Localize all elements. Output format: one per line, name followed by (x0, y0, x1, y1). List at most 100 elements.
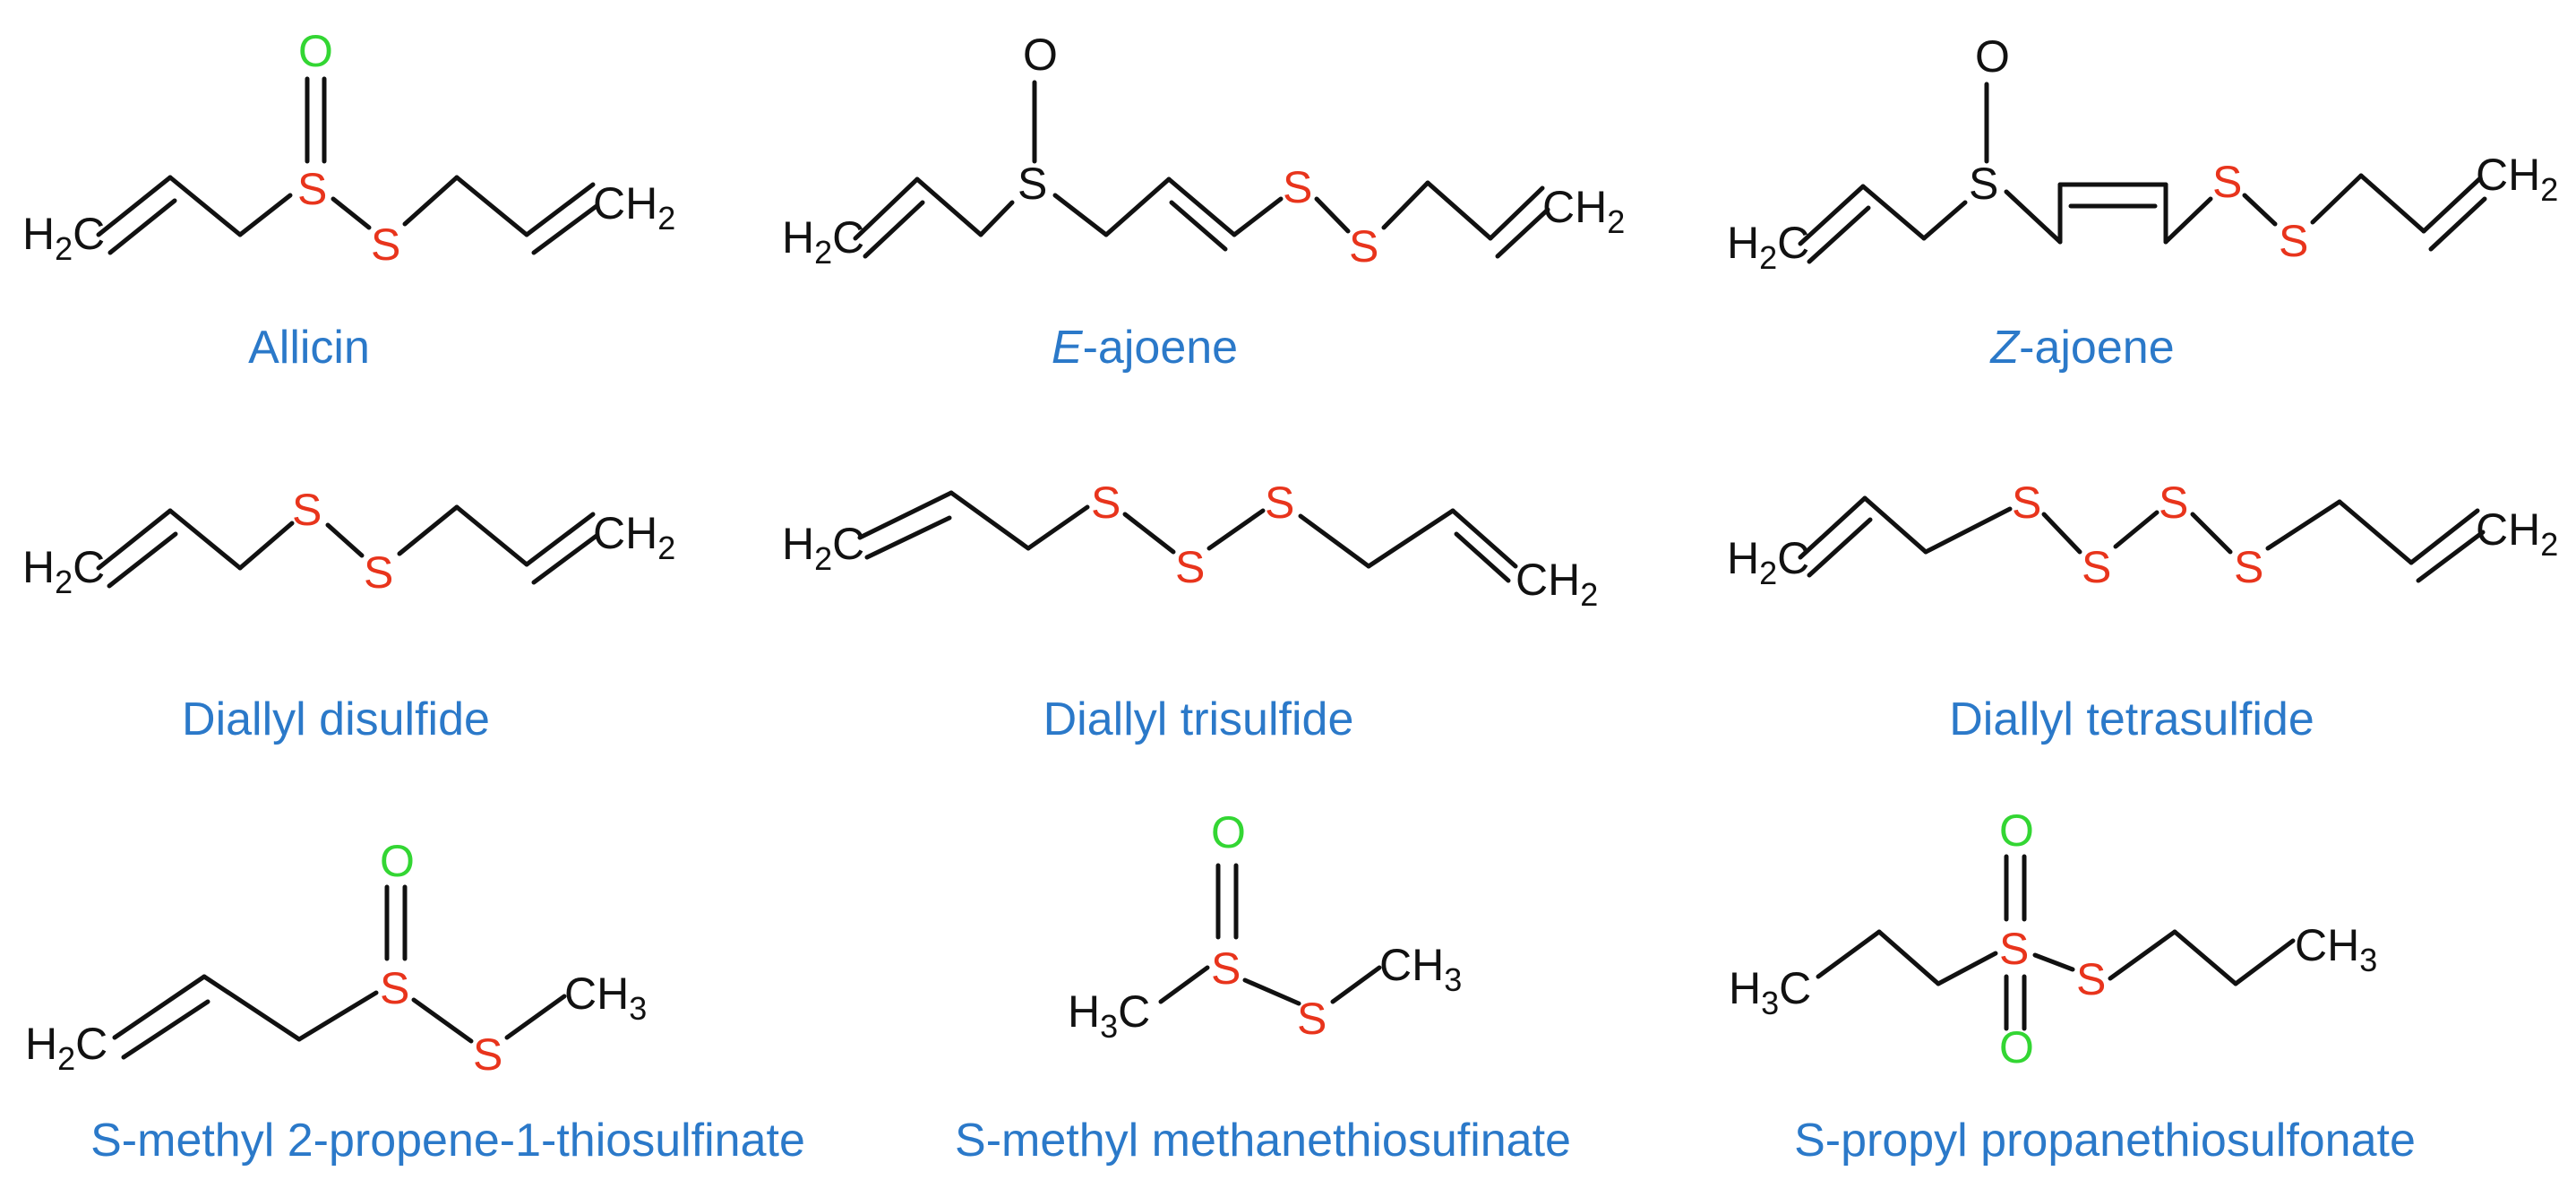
bond (1921, 200, 1968, 241)
bond (2265, 499, 2342, 551)
caption-s-methyl-methanethiosufinate: S-methyl methanethiosufinate (955, 1115, 1571, 1167)
bond-double (1807, 517, 1873, 578)
structure-s-propyl-propanethiosulfonate: H3C S O O S CH3 (1729, 805, 2377, 1072)
bond (1798, 495, 1868, 560)
bond (1298, 513, 1371, 569)
caption-diallyl-trisulfide: Diallyl trisulfide (1043, 693, 1354, 745)
bond (1366, 508, 1455, 569)
atom-ch2: CH2 (2476, 504, 2558, 563)
bond (112, 974, 207, 1040)
bond (1103, 177, 1172, 237)
bond (402, 175, 459, 227)
caption-z-ajoene: Z-ajoene (1988, 322, 2174, 374)
atom-sulfur: S (1175, 542, 1205, 592)
atom-sulfur: S (2212, 157, 2242, 207)
bond (2409, 508, 2480, 565)
bond-double (531, 533, 599, 585)
caption-allicin: Allicin (248, 322, 370, 374)
bond (2358, 173, 2426, 234)
bond (454, 504, 529, 567)
structure-diallyl-trisulfide: H2C S S S CH2 (782, 478, 1598, 613)
bond (853, 177, 920, 241)
bond (2233, 938, 2296, 986)
bond-double (864, 515, 952, 560)
bond (1314, 196, 1351, 234)
bond-double (1454, 531, 1511, 583)
atom-sulfur: S (364, 547, 393, 598)
atom-h2c: H2C (782, 212, 864, 271)
atom-oxygen: O (1211, 807, 1246, 857)
bond (1242, 977, 1301, 1006)
atom-oxygen: O (1999, 1022, 2034, 1072)
atom-sulfur: S (1283, 162, 1312, 212)
bond (1860, 184, 1927, 241)
bond (1936, 951, 1998, 986)
bond (2163, 196, 2213, 245)
atom-h3c: H3C (1729, 963, 1811, 1021)
bond-double (107, 531, 178, 589)
bond (2032, 952, 2075, 972)
atom-ch2: CH2 (1516, 555, 1598, 613)
atom-ch2: CH2 (2476, 150, 2558, 208)
atom-oxygen: O (1023, 30, 1058, 80)
atom-sulfur: S (1265, 478, 1294, 528)
bond (1450, 508, 1518, 569)
bond (1425, 180, 1493, 241)
bond (1052, 193, 1109, 237)
caption-s-propyl-propanethiosulfonate: S-propyl propanethiosulfonate (1794, 1115, 2416, 1167)
bond (1232, 196, 1284, 237)
atom-ch3: CH3 (1379, 940, 1462, 998)
atom-sulfur: S (1349, 221, 1378, 271)
structure-e-ajoene: H2C S O S S CH2 (782, 30, 1625, 271)
atom-sulfur: S (1091, 478, 1121, 528)
atom-sulfur: S (473, 1029, 502, 1080)
bond (1158, 965, 1210, 1004)
bond (524, 512, 596, 567)
atom-sulfur: S (2159, 478, 2188, 528)
bond (2041, 512, 2082, 555)
atom-h2c: H2C (1727, 218, 1809, 276)
atom-h2c: H2C (22, 209, 105, 267)
bond (524, 182, 596, 237)
atom-oxygen: O (380, 836, 415, 886)
bond-double (2416, 530, 2486, 583)
atom-oxygen: O (1999, 805, 2034, 856)
bond (2108, 929, 2177, 981)
bond-double (863, 200, 925, 259)
bond (2421, 177, 2482, 234)
bond-double (2428, 196, 2487, 252)
bond (167, 175, 243, 237)
bond (167, 508, 243, 571)
atom-sulfur: S (297, 164, 327, 214)
bond (202, 974, 302, 1042)
atom-ch3: CH3 (2295, 920, 2377, 978)
bond (2337, 499, 2414, 565)
bond (504, 994, 567, 1040)
bond (1923, 506, 2013, 555)
atom-ch2: CH2 (593, 178, 675, 237)
atom-sulfur: S (371, 220, 400, 270)
atom-sulfur: S (380, 963, 409, 1013)
atom-oxygen: O (298, 26, 333, 76)
bond (96, 508, 173, 571)
atom-sulfur: S (2082, 542, 2111, 592)
atom-sulfur: S (292, 485, 322, 535)
structure-s-methyl-propene-thiosulfinate: H2C S O S CH3 (25, 836, 647, 1080)
caption-e-ajoene: E-ajoene (1052, 322, 1238, 374)
bond (1166, 177, 1237, 237)
atom-h3c: H3C (1068, 986, 1150, 1045)
atom-sulfur: S (2279, 216, 2308, 266)
structure-diallyl-tetrasulfide: H2C S S S S CH2 (1727, 478, 2558, 592)
structure-allicin: H2C S O S CH2 (22, 26, 675, 270)
atom-sulfur: S (2076, 954, 2106, 1004)
atom-ch3: CH3 (564, 969, 647, 1027)
atom-sulfur: S (1018, 159, 1047, 209)
bond (1488, 185, 1545, 241)
atom-sulfur: S (1999, 924, 2029, 974)
atom-h2c: H2C (22, 542, 105, 600)
bond-double (1169, 200, 1228, 252)
bond (296, 990, 379, 1042)
bond (1026, 504, 1090, 551)
bond (978, 200, 1015, 237)
caption-s-methyl-propene-thiosulfinate: S-methyl 2-propene-1-thiosulfinate (90, 1115, 805, 1167)
